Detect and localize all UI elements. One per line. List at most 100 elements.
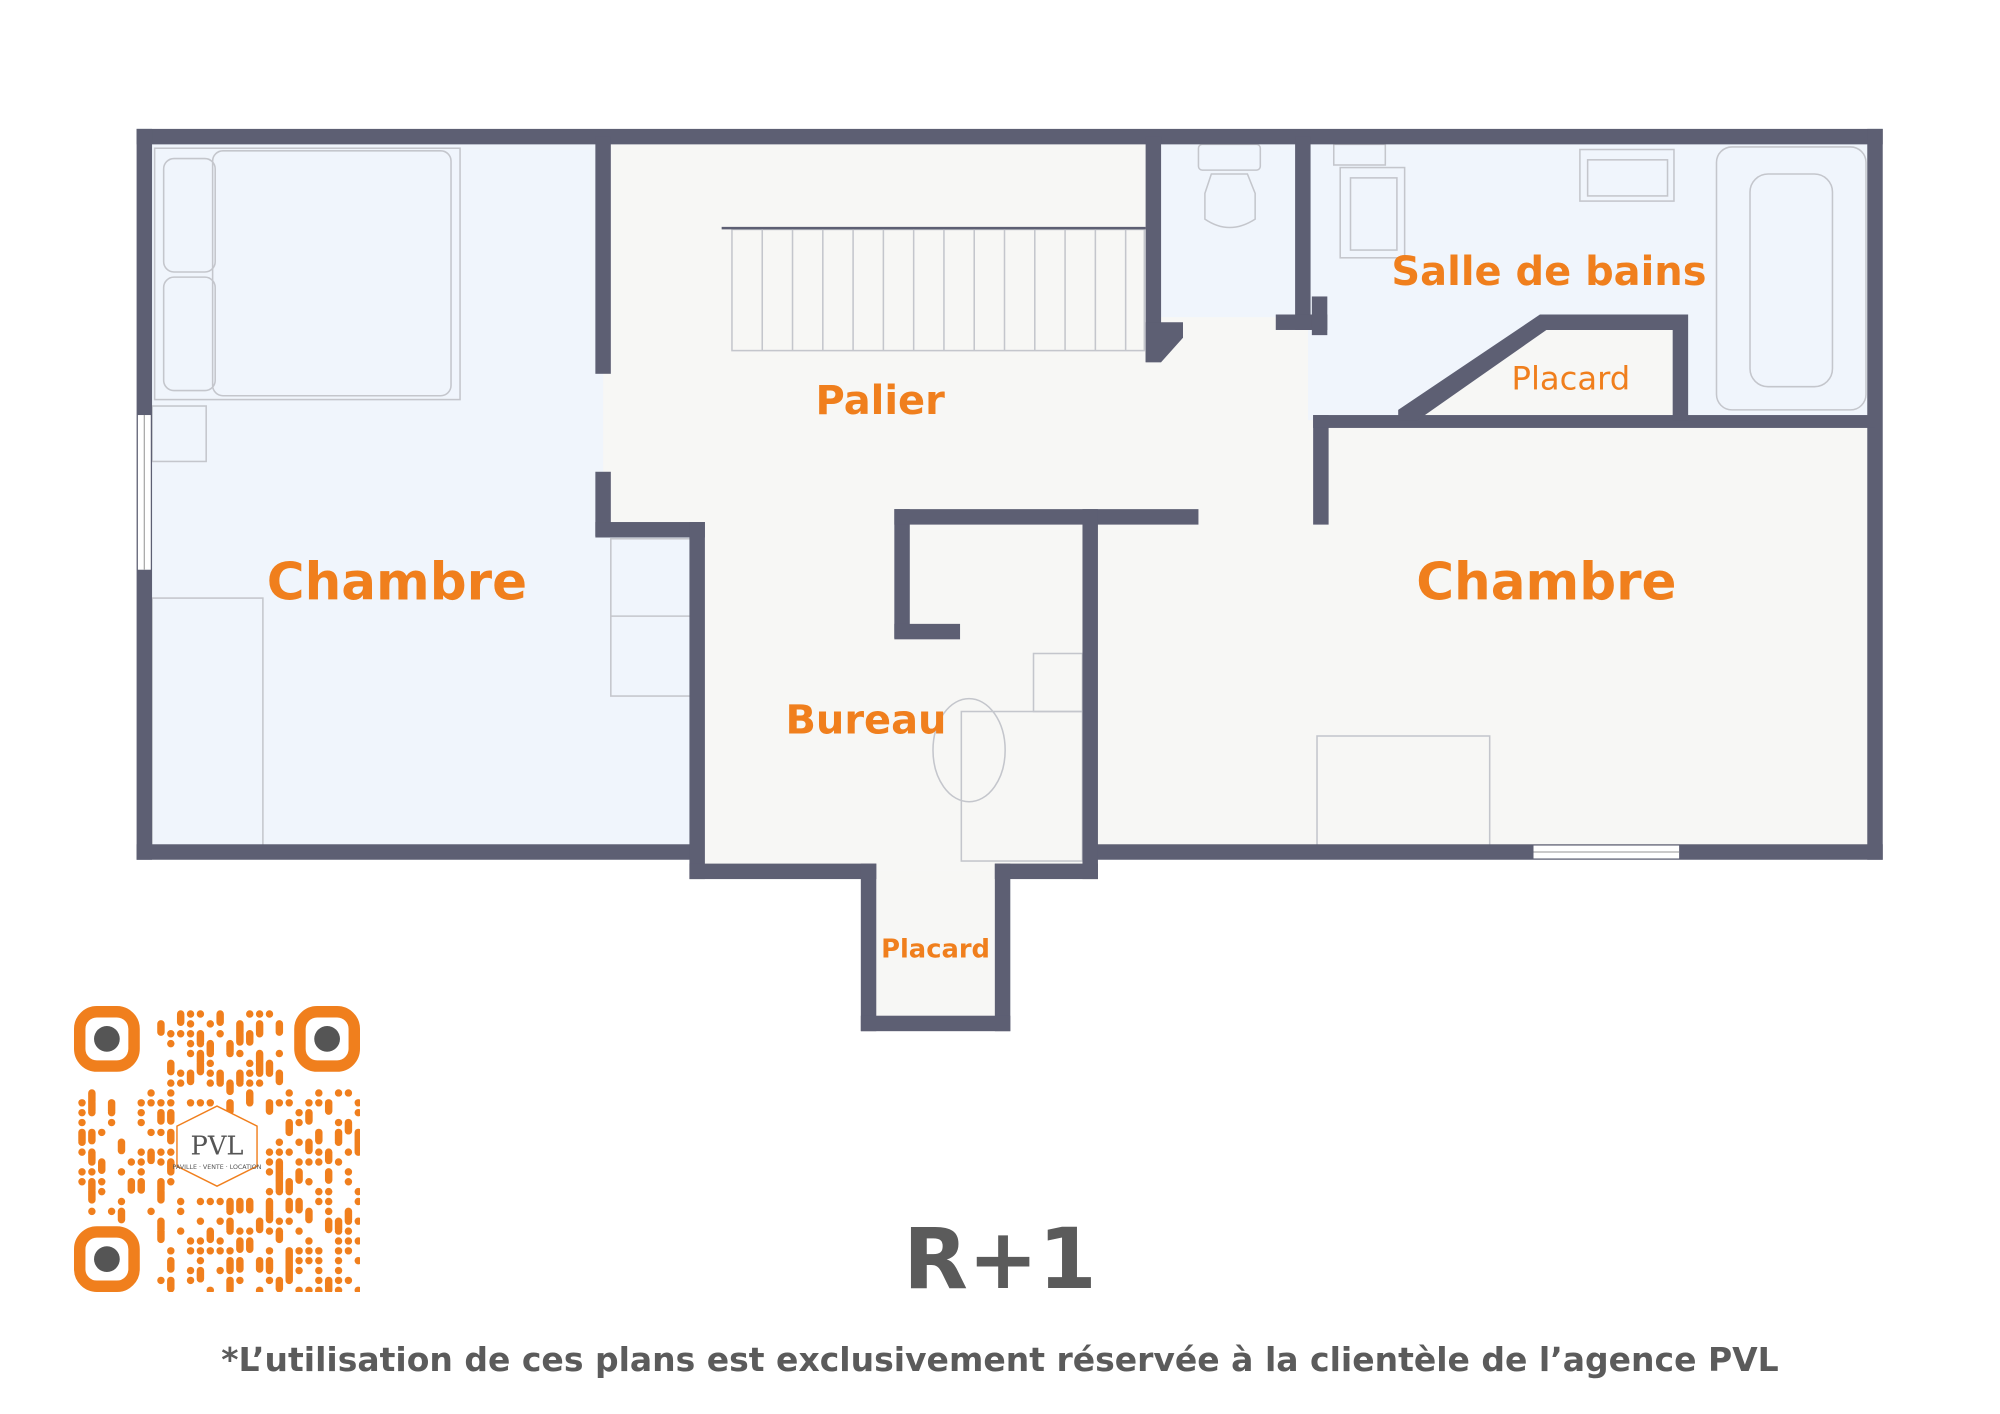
qr-module (236, 1079, 244, 1087)
qr-module (275, 1227, 284, 1244)
qr-module (167, 1059, 175, 1076)
qr-module (354, 1197, 360, 1206)
room-placard-bottom (876, 870, 999, 1025)
qr-module (137, 1178, 145, 1194)
qr-module (344, 1217, 353, 1225)
qr-module (147, 1148, 155, 1165)
qr-module (167, 1079, 175, 1087)
qr-module (295, 1168, 303, 1184)
qr-module (78, 1148, 86, 1156)
qr-module (167, 1089, 175, 1097)
qr-module (127, 1178, 136, 1194)
qr-module (137, 1148, 145, 1156)
qr-module (98, 1178, 106, 1186)
qr-module (137, 1158, 145, 1166)
qr-finder (74, 1006, 360, 1292)
pvl-logo-brand: PVL (191, 1132, 244, 1162)
qr-module (334, 1089, 343, 1097)
qr-module (305, 1158, 313, 1166)
qr-module (344, 1247, 353, 1255)
qr-module (216, 1266, 224, 1275)
qr-module (315, 1247, 323, 1255)
qr-module (265, 1010, 274, 1018)
qr-module (285, 1099, 293, 1107)
label-palier: Palier (816, 378, 946, 424)
qr-module (196, 1010, 205, 1018)
qr-module (216, 1030, 224, 1038)
qr-module (315, 1128, 323, 1145)
qr-module (167, 1148, 175, 1156)
qr-module (315, 1286, 323, 1292)
qr-module (275, 1138, 284, 1146)
qr-module (78, 1118, 86, 1127)
qr-module (186, 1049, 195, 1058)
qr-module (295, 1158, 303, 1166)
qr-module (285, 1128, 293, 1137)
qr-module (305, 1099, 313, 1107)
qr-module (324, 1099, 333, 1115)
qr-module (324, 1148, 333, 1165)
bed (151, 147, 461, 463)
window (1533, 845, 1680, 859)
qr-module (196, 1247, 205, 1255)
qr-module (344, 1168, 353, 1176)
qr-module (305, 1247, 313, 1255)
qr-module (117, 1197, 126, 1206)
label-salle-de-bains: Salle de bains (1391, 249, 1706, 295)
qr-module (275, 1049, 284, 1058)
qr-module (305, 1138, 313, 1155)
qr-module (206, 1079, 214, 1087)
qr-module (236, 1256, 244, 1273)
qr-module (344, 1227, 353, 1235)
qr-module (265, 1168, 274, 1176)
qr-module (186, 1030, 195, 1038)
qr-module (216, 1247, 224, 1255)
qr-module (186, 1247, 195, 1255)
qr-module (246, 1069, 254, 1077)
qr-module (137, 1168, 145, 1176)
qr-module (226, 1286, 234, 1292)
qr-module (285, 1148, 293, 1156)
qr-module (98, 1128, 106, 1137)
qr-module (216, 1237, 224, 1245)
qr-module (127, 1158, 136, 1166)
qr-module (255, 1069, 264, 1077)
qr-module (196, 1266, 205, 1283)
qr-module (295, 1256, 303, 1265)
qr-module (78, 1168, 86, 1176)
qr-module (176, 1010, 185, 1027)
qr-module (275, 1217, 284, 1225)
qr-module (255, 1286, 264, 1292)
qr-module (344, 1178, 353, 1186)
qr-module (226, 1266, 234, 1275)
qr-module (354, 1286, 360, 1292)
label-bureau: Bureau (785, 697, 946, 743)
qr-module (246, 1030, 254, 1046)
qr-module (167, 1099, 175, 1107)
qr-module (157, 1020, 165, 1036)
qr-module (344, 1276, 353, 1285)
qr-module (354, 1099, 360, 1107)
qr-module (206, 1059, 214, 1068)
qr-module (88, 1207, 96, 1216)
qr-module (354, 1237, 360, 1245)
qr-module (78, 1108, 86, 1117)
qr-module (157, 1227, 165, 1244)
qr-module (295, 1266, 303, 1275)
qr-module (334, 1138, 343, 1146)
qr-module (196, 1099, 205, 1107)
qr-module (137, 1108, 145, 1117)
qr-module (315, 1089, 323, 1097)
qr-module (295, 1108, 303, 1117)
qr-code[interactable]: PVL PAVILLE · VENTE · LOCATION (74, 1006, 360, 1292)
qr-module (88, 1187, 96, 1204)
label-chambre-left: Chambre (267, 552, 527, 612)
qr-module (176, 1069, 185, 1077)
qr-module (295, 1197, 303, 1214)
qr-module (206, 1099, 214, 1107)
qr-module (265, 1158, 274, 1166)
qr-module (206, 1247, 214, 1255)
qr-module (324, 1187, 333, 1196)
qr-module (206, 1049, 214, 1058)
